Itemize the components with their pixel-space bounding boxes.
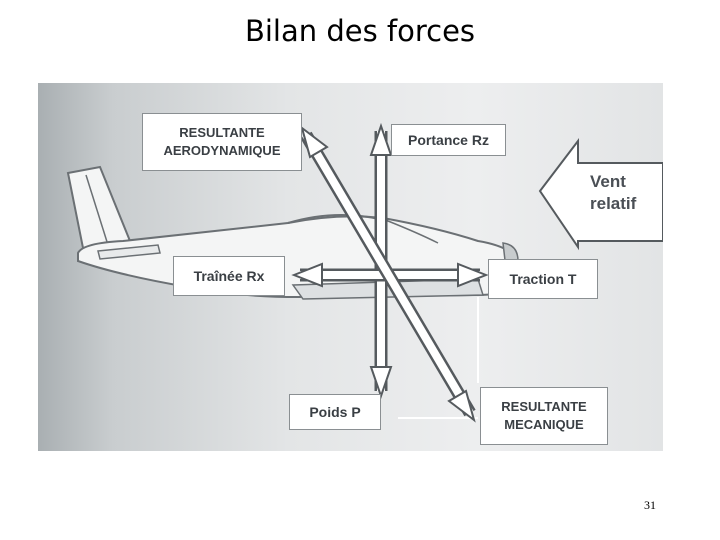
tail-fin [66, 165, 132, 250]
page-number: 31 [644, 498, 656, 512]
drag-label: Traînée Rx [173, 256, 285, 296]
mechanical-resultant-label: RESULTANTE MECANIQUE [480, 387, 608, 445]
slide-title: Bilan des forces [244, 14, 476, 48]
resultant-arrow [300, 125, 476, 423]
lift-label: Portance Rz [391, 124, 506, 156]
weight-label: Poids P [289, 394, 381, 430]
thrust-label: Traction T [488, 259, 598, 299]
tail-plane [97, 244, 161, 260]
aero-resultant-label: RESULTANTE AERODYNAMIQUE [142, 113, 302, 171]
relative-wind-label: Vent relatif [590, 172, 637, 213]
relative-wind-arrow [538, 138, 663, 251]
force-diagram: RESULTANTE AERODYNAMIQUE Portance Rz Ven… [38, 83, 663, 451]
